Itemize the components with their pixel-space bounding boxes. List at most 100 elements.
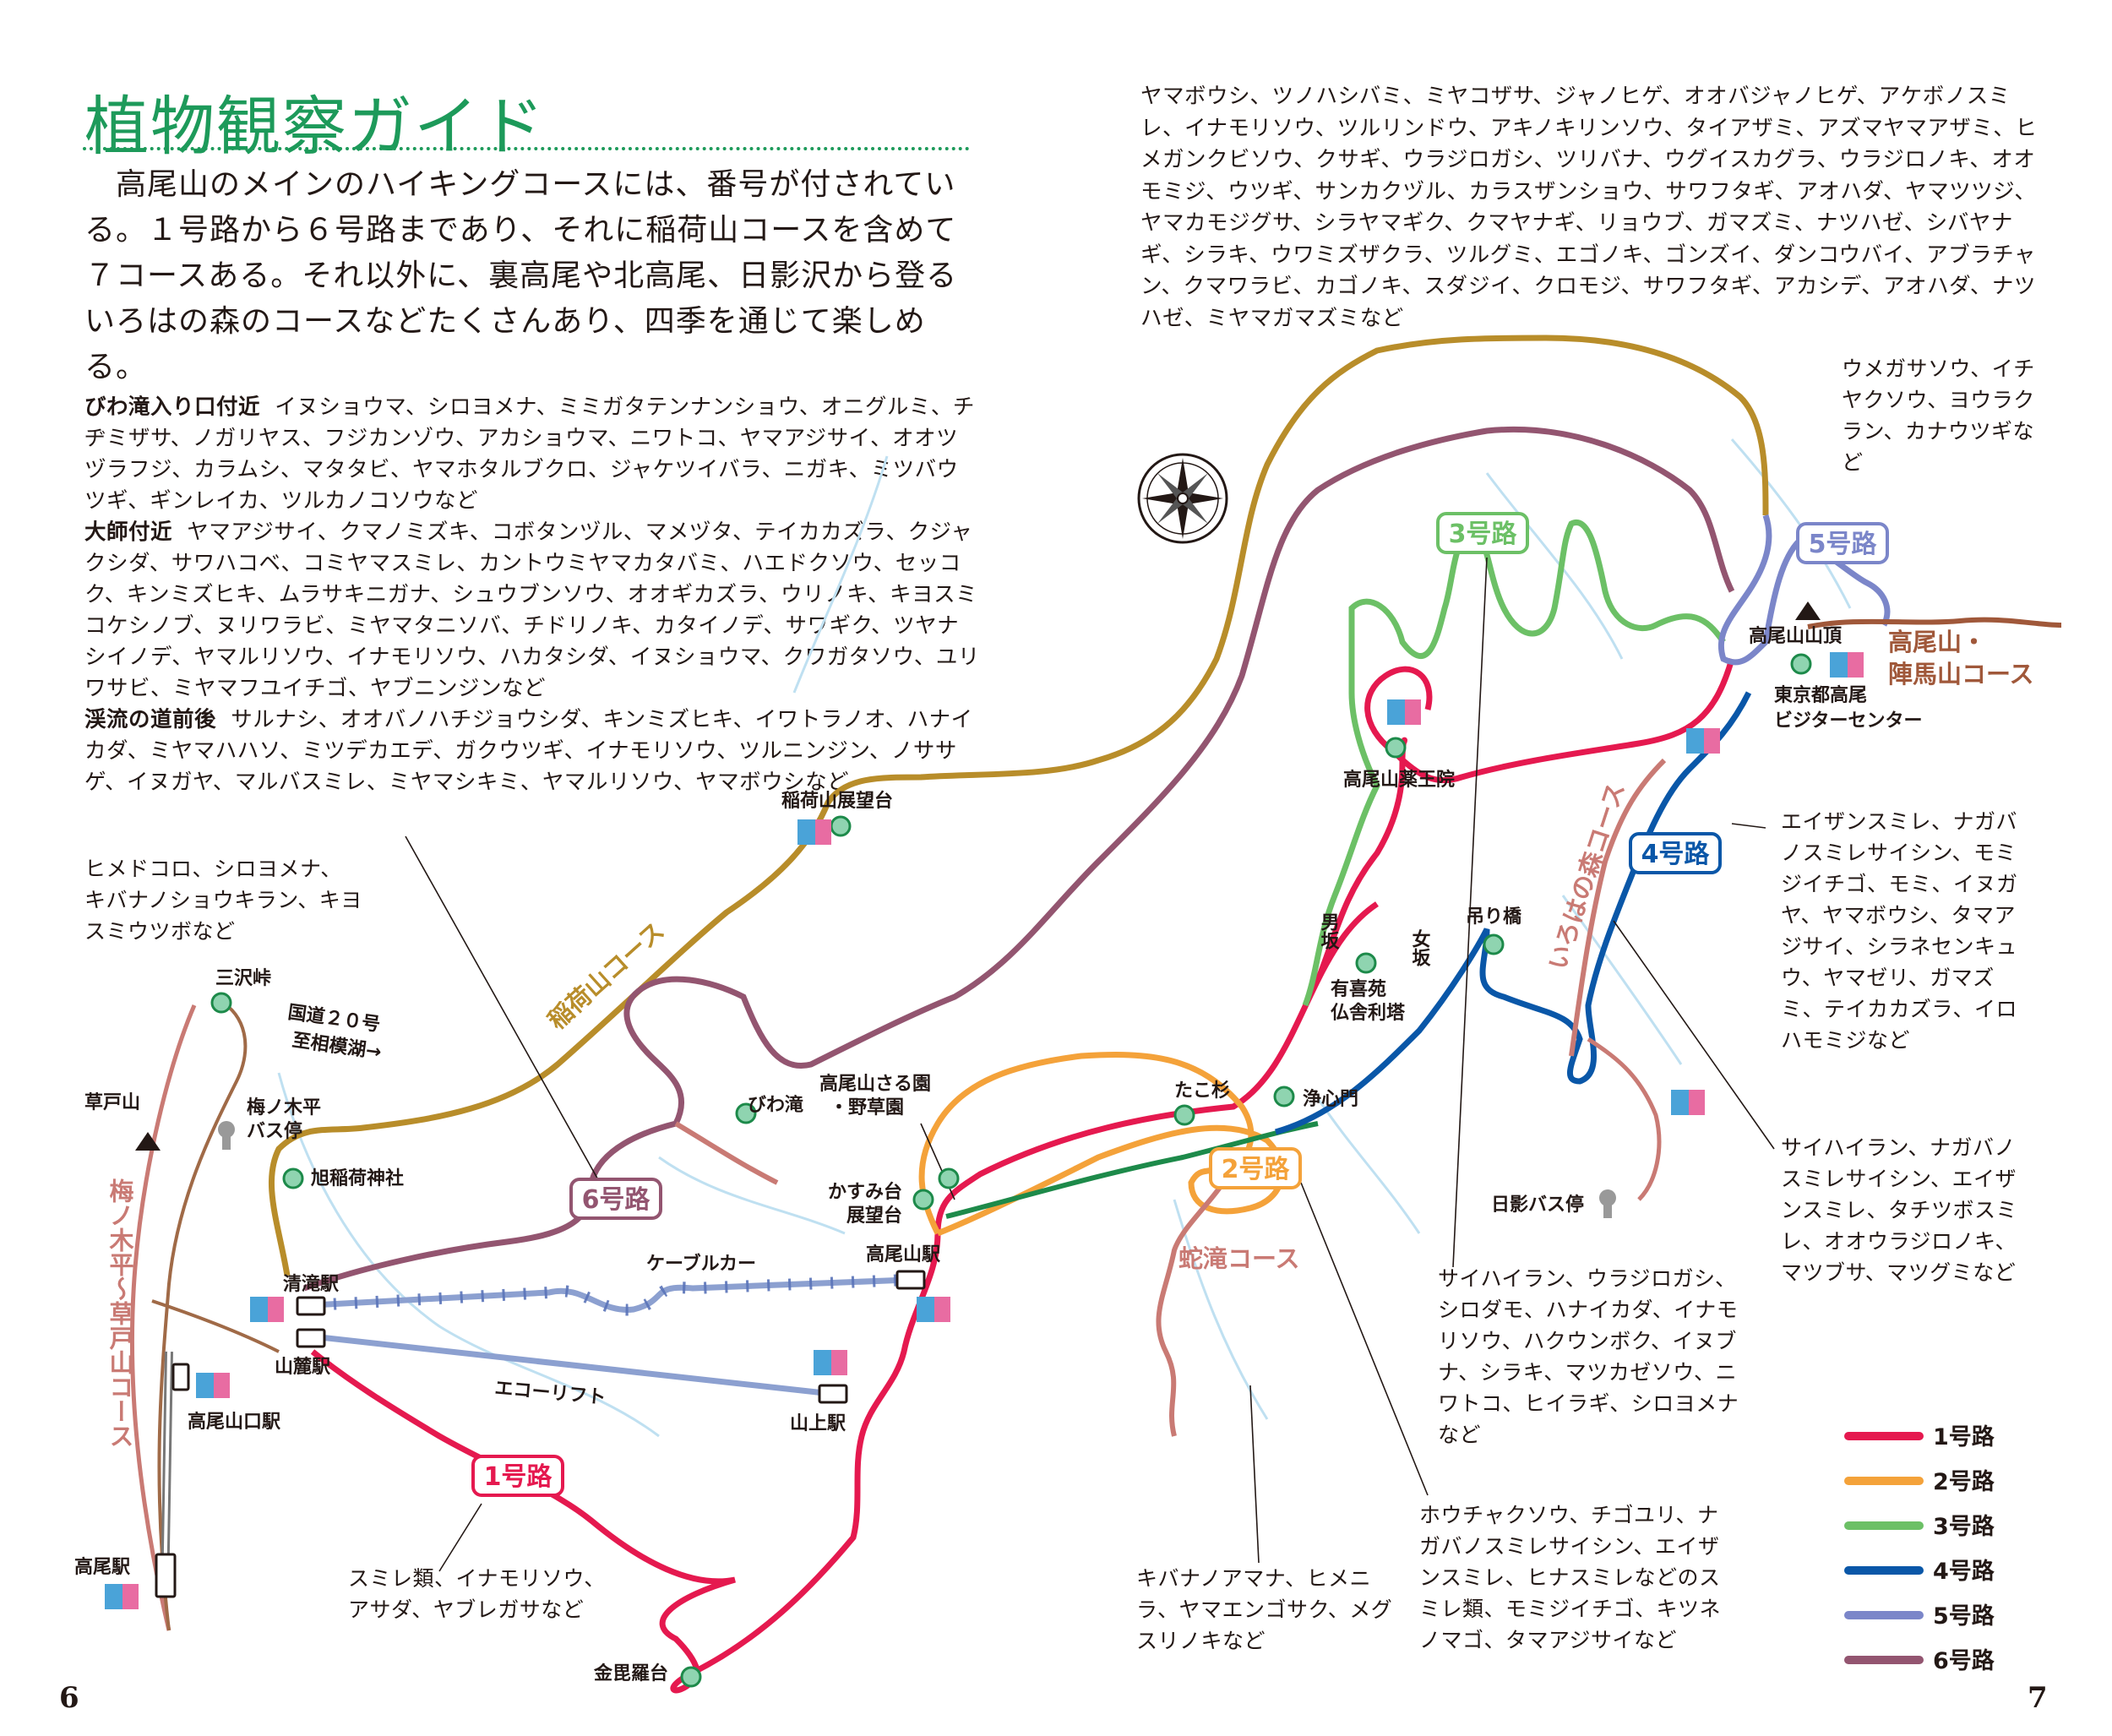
umenoki-course-label: 梅ノ木平〜草戸山コース [106,1178,135,1448]
label-umenoki-bus-2: バス停 [247,1120,302,1142]
title-divider [83,147,970,150]
legend-item-4: 4号路 [1844,1558,1995,1585]
section-heading: 渓流の道前後 [84,707,217,732]
label-sarun-2: ・野草園 [830,1097,904,1118]
label-kiyotaki: 清滝駅 [283,1273,339,1295]
route-label-1-text: 1号路 [484,1462,553,1492]
legend-label: 4号路 [1933,1558,1995,1585]
inariyama-course-line [268,335,1769,1276]
plant-list-left: びわ滝入り口付近 イヌショウマ、シロヨメナ、ミミガタテンナンショウ、オニグルミ、… [84,392,980,798]
biwataki-path [674,1121,779,1185]
route-label-3: 3号路 [1436,512,1529,554]
kusatoyama-peak-icon [135,1132,161,1151]
legend-label: 3号路 [1933,1513,1995,1540]
echo-lift-line [312,1333,833,1397]
note-iroha: サイハイラン、ナガバノスミレサイシン、エイザンスミレ、タチツボスミレ、オオウラジ… [1781,1135,2018,1285]
intro-text: 高尾山のメインのハイキングコースには、番号が付されている。１号路から６号路まであ… [84,167,958,384]
label-visitor-2: ビジターセンター [1774,710,1923,732]
label-misawa: 三沢峠 [215,968,271,989]
section-text: ヤマアジサイ、クマノミズキ、コボタンヅル、マメヅタ、テイカカズラ、クジャクシダ、… [84,520,980,701]
legend-label: 6号路 [1933,1647,1995,1674]
label-kasumi-1: かすみ台 [828,1181,902,1203]
plant-section-daishi: 大師付近 ヤマアジサイ、クマノミズキ、コボタンヅル、マメヅタ、テイカカズラ、クジ… [84,517,980,705]
route1-yakuoin-loop [1364,666,1433,754]
note-route1: スミレ類、イナモリソウ、アサダ、ヤブレガサなど [348,1566,606,1622]
section-text: サルナシ、オオバノハチジョウシダ、キンミズヒキ、イワトラノオ、ハナイカダ、ミヤマ… [84,707,973,795]
connector-line [945,1121,1319,1219]
plant-section-biwataki: びわ滝入り口付近 イヌショウマ、シロヨメナ、ミミガタテンナンショウ、オニグルミ、… [84,392,980,517]
label-sanroku: 山麓駅 [275,1357,330,1378]
route-label-1: 1号路 [471,1455,564,1497]
label-sancho: 高尾山山頂 [1749,625,1843,647]
route6-line [302,426,1735,1292]
kusatoyama-course-line [129,1004,197,1631]
route-label-4-text: 4号路 [1641,840,1711,869]
section-heading: 大師付近 [84,520,173,545]
route5-line [1717,514,1891,666]
road-segment [151,1299,280,1353]
page-number-left: 6 [59,1681,79,1715]
label-takaosan-eki: 高尾山駅 [866,1243,940,1265]
route-label-2-text: 2号路 [1222,1155,1291,1184]
label-otokozaka: 男坂 [1318,912,1340,950]
section-heading: びわ滝入り口付近 [84,395,261,420]
label-tsuribashi: 吊り橋 [1466,906,1522,928]
route-label-6-text: 6号路 [582,1185,651,1215]
label-takao: 高尾駅 [74,1556,130,1578]
label-eco: エコーリフト [493,1378,607,1408]
label-ukien-2: 仏舎利塔 [1331,1003,1406,1024]
station-markers [155,1270,926,1598]
compass-icon [1137,453,1228,544]
label-cable: ケーブルカー [646,1253,756,1275]
label-kinpira: 金毘羅台 [593,1663,668,1684]
label-yakuoin: 高尾山薬王院 [1343,769,1455,791]
route-label-3-text: 3号路 [1449,520,1518,549]
legend-item-2: 2号路 [1844,1468,1995,1495]
kokudo-road [157,999,248,1631]
iroha-bus-path [1587,1037,1662,1201]
jataki-course-line [1156,1164,1236,1437]
legend-item-5: 5号路 [1844,1603,1995,1630]
toilet-icons [105,652,1864,1609]
cable-car-line [312,1274,909,1316]
section-text: イヌショウマ、シロヨメナ、ミミガタテンナンショウ、オニグルミ、チヂミザサ、ノガリ… [84,395,975,514]
route-label-4: 4号路 [1629,832,1722,874]
label-ukien-1: 有喜苑 [1331,978,1386,1000]
legend-item-3: 3号路 [1844,1513,1995,1540]
summit-peak-icon [1795,601,1821,620]
label-onnazaka: 女坂 [1409,928,1431,967]
label-sarun-1: 高尾山さる園 [819,1073,931,1095]
label-inari-tenbo: 稲荷山展望台 [781,790,893,812]
streams [277,438,1852,1438]
legend-item-6: 6号路 [1844,1647,1995,1674]
page-title: 植物観察ガイド [84,89,546,164]
route-label-2: 2号路 [1209,1147,1302,1189]
label-takaosanguchi: 高尾山口駅 [188,1411,280,1433]
jinba-course-label-2: 陣馬山コース [1888,660,2034,688]
note-misawa: ヒメドコロ、シロヨメナ、キバナノショウキラン、キヨスミウツボなど [84,857,362,944]
legend-label: 1号路 [1933,1423,1995,1450]
label-sagamiko: 至相模湖→ [291,1030,383,1064]
route4-line [1275,691,1752,1135]
route1-line [310,658,1735,1694]
route-label-5: 5号路 [1796,522,1889,564]
bus-stop-icons [218,1121,1616,1218]
label-umenoki-bus-1: 梅ノ木平 [247,1097,321,1118]
note-route5: ウメガサソウ、イチヤクソウ、ヨウラクラン、カナウツギなど [1842,356,2035,475]
place-dots [210,653,1812,1688]
label-kasumi-2: 展望台 [846,1205,902,1227]
label-sanjo: 山上駅 [790,1413,846,1434]
page-number-right: 7 [2028,1681,2048,1715]
jinba-course-label-1: 高尾山・ [1888,628,1986,656]
label-hikage-bus: 日影バス停 [1491,1194,1584,1216]
route2-line [918,1052,1285,1237]
route-label-5-text: 5号路 [1809,530,1878,559]
label-kusatoyama: 草戸山 [84,1091,140,1113]
jataki-course-label: 蛇滝コース [1178,1244,1300,1273]
jinba-course-line [1807,617,2062,629]
plant-section-keiryu: 渓流の道前後 サルナシ、オオバノハチジョウシダ、キンミズヒキ、イワトラノオ、ハナ… [84,705,980,798]
route3-line [1302,520,1726,1007]
legend-item-1: 1号路 [1844,1423,1995,1450]
legend-label: 2号路 [1933,1468,1995,1495]
